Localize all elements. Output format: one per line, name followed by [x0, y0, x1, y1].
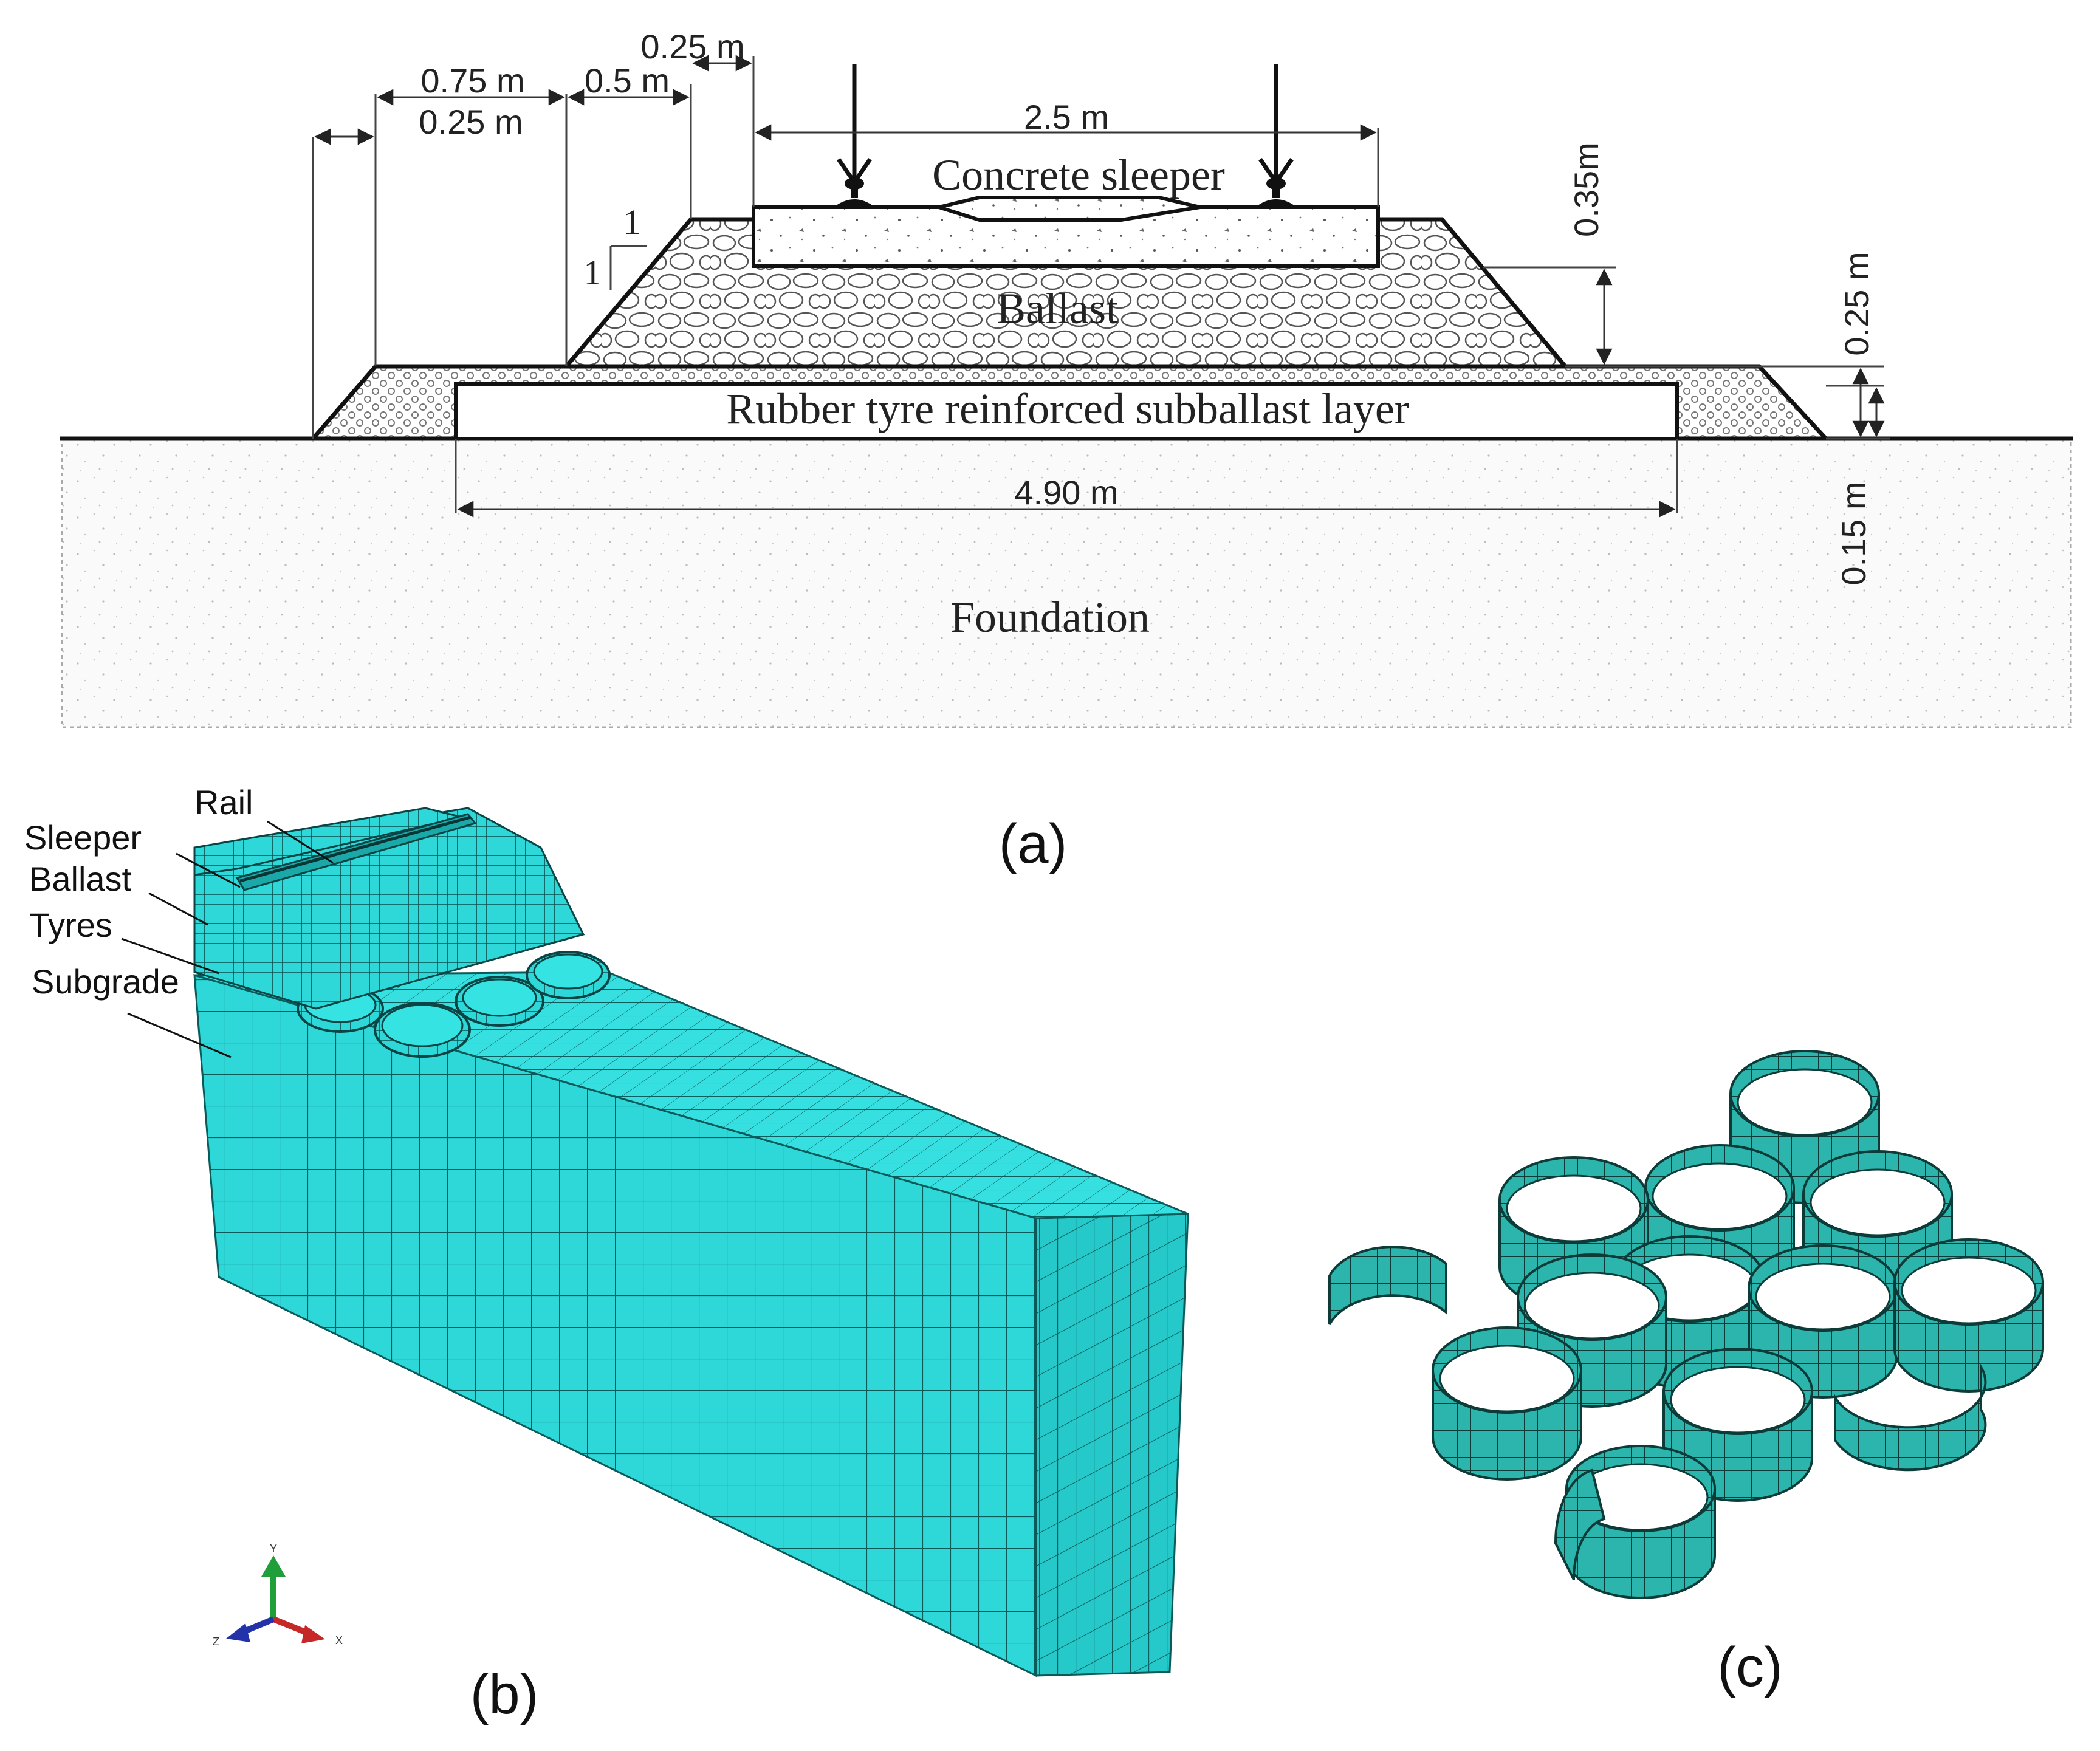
dim-25m: 2.5 m: [1024, 98, 1109, 136]
tyre-ring-opening: [1901, 1256, 2037, 1324]
foundation-block: [61, 437, 2072, 728]
triad-y-label: Y: [270, 1543, 277, 1555]
tyre-ring-opening: [1439, 1345, 1575, 1413]
dimension-extension-lines: [312, 56, 1890, 513]
label-rail: Rail: [194, 783, 253, 821]
label-ballast: Ballast: [997, 284, 1118, 333]
tyre-ring-opening: [1652, 1162, 1788, 1230]
subgrade-side-face: [1035, 1213, 1189, 1677]
tyre-ring-opening: [1737, 1068, 1873, 1136]
sleeper-top-profile: [753, 205, 1378, 222]
panel-c-tyre-mesh: (c): [1328, 1050, 2044, 1698]
tyre-ring-partial: [1834, 1362, 1987, 1472]
sleeper-mesh: [193, 807, 462, 876]
dim-035m: 0.35m: [1567, 142, 1605, 237]
label-subgrade: Subgrade: [32, 962, 179, 1001]
panel-a-cross-section: Concrete sleeper Ballast Rubber tyre rei…: [60, 27, 2073, 875]
tyre-ring-opening: [1670, 1366, 1806, 1434]
rail-right: [1258, 64, 1294, 205]
label-concrete-sleeper: Concrete sleeper: [932, 151, 1225, 199]
label-foundation: Foundation: [950, 593, 1150, 642]
label-leaders: [121, 820, 334, 1058]
label-sleeper: Sleeper: [24, 818, 142, 857]
slope-run-label: 1: [623, 202, 641, 242]
concrete-sleeper: [752, 196, 1380, 268]
tyre-ring-partial: [1554, 1468, 1606, 1580]
dim-015m: 0.15 m: [1834, 481, 1873, 585]
slope-indicator: 1 1: [584, 202, 647, 292]
tyre-ring-grid: [1328, 1050, 2044, 1599]
caption-b: (b): [470, 1664, 538, 1725]
tyre-ring-opening: [1755, 1263, 1891, 1331]
subballast-layer-box: [454, 382, 1679, 440]
tyre-ring-partial: [1328, 1246, 1447, 1325]
ballast-mesh: [193, 807, 585, 1010]
dimension-lines: [314, 55, 1885, 518]
dim-05m: 0.5 m: [585, 61, 670, 100]
axis-triad: Y X Z: [213, 1543, 343, 1648]
tyre-ring-opening: [1506, 1174, 1642, 1242]
tyre-ring-opening: [1810, 1168, 1946, 1236]
dim-025m-left: 0.25 m: [419, 103, 523, 141]
label-ballast-b: Ballast: [29, 860, 132, 898]
dim-025m-right: 0.25 m: [1837, 252, 1876, 355]
panel-b-fe-model: Rail Sleeper Ballast Tyres Subgrade Y X …: [24, 783, 1189, 1725]
label-subballast: Rubber tyre reinforced subballast layer: [726, 385, 1409, 433]
tyre-ring-opening: [1524, 1272, 1660, 1340]
caption-a: (a): [999, 813, 1067, 875]
triad-x-label: X: [335, 1634, 343, 1646]
dim-490m: 4.90 m: [1014, 473, 1118, 512]
label-tyres: Tyres: [29, 906, 112, 944]
caption-c: (c): [1717, 1636, 1782, 1698]
dim-025m-top: 0.25 m: [640, 27, 744, 66]
slope-rise-label: 1: [584, 253, 602, 292]
rail-left: [836, 64, 873, 205]
rail-top-edge: [239, 815, 472, 883]
dim-075m: 0.75 m: [420, 61, 524, 100]
triad-z-label: Z: [213, 1636, 219, 1648]
